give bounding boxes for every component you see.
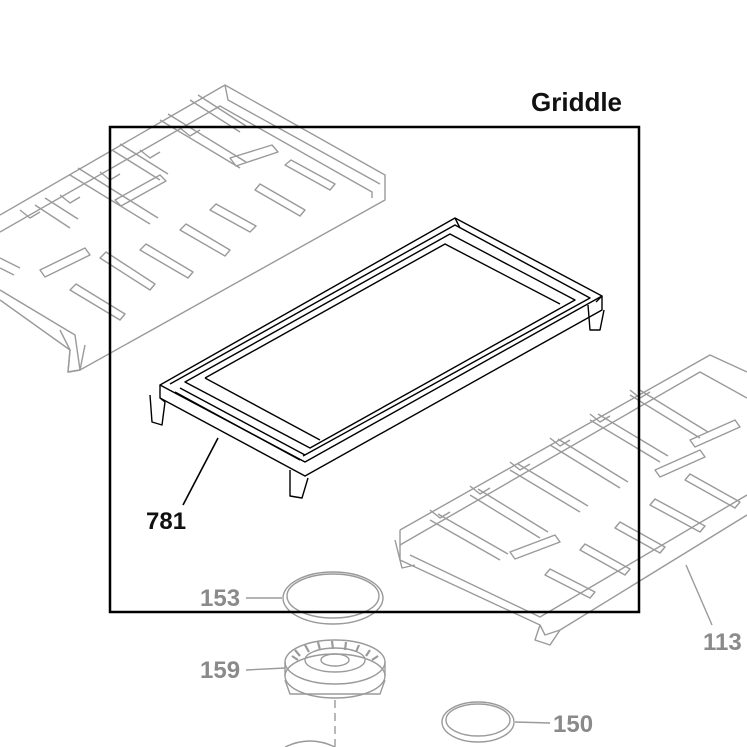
right-grate [394, 354, 747, 646]
callout-159-label: 159 [200, 657, 241, 684]
griddle-part [149, 217, 605, 499]
callout-150-label: 150 [553, 711, 594, 738]
callout-153-label: 153 [200, 585, 241, 612]
callout-781-label: 781 [146, 508, 187, 535]
callout-113-label: 113 [703, 629, 742, 656]
callout-781-leader [182, 437, 219, 506]
burner-parts [245, 564, 713, 747]
diagram-title: Griddle [531, 87, 623, 117]
griddle-highlight-frame [108, 125, 641, 614]
